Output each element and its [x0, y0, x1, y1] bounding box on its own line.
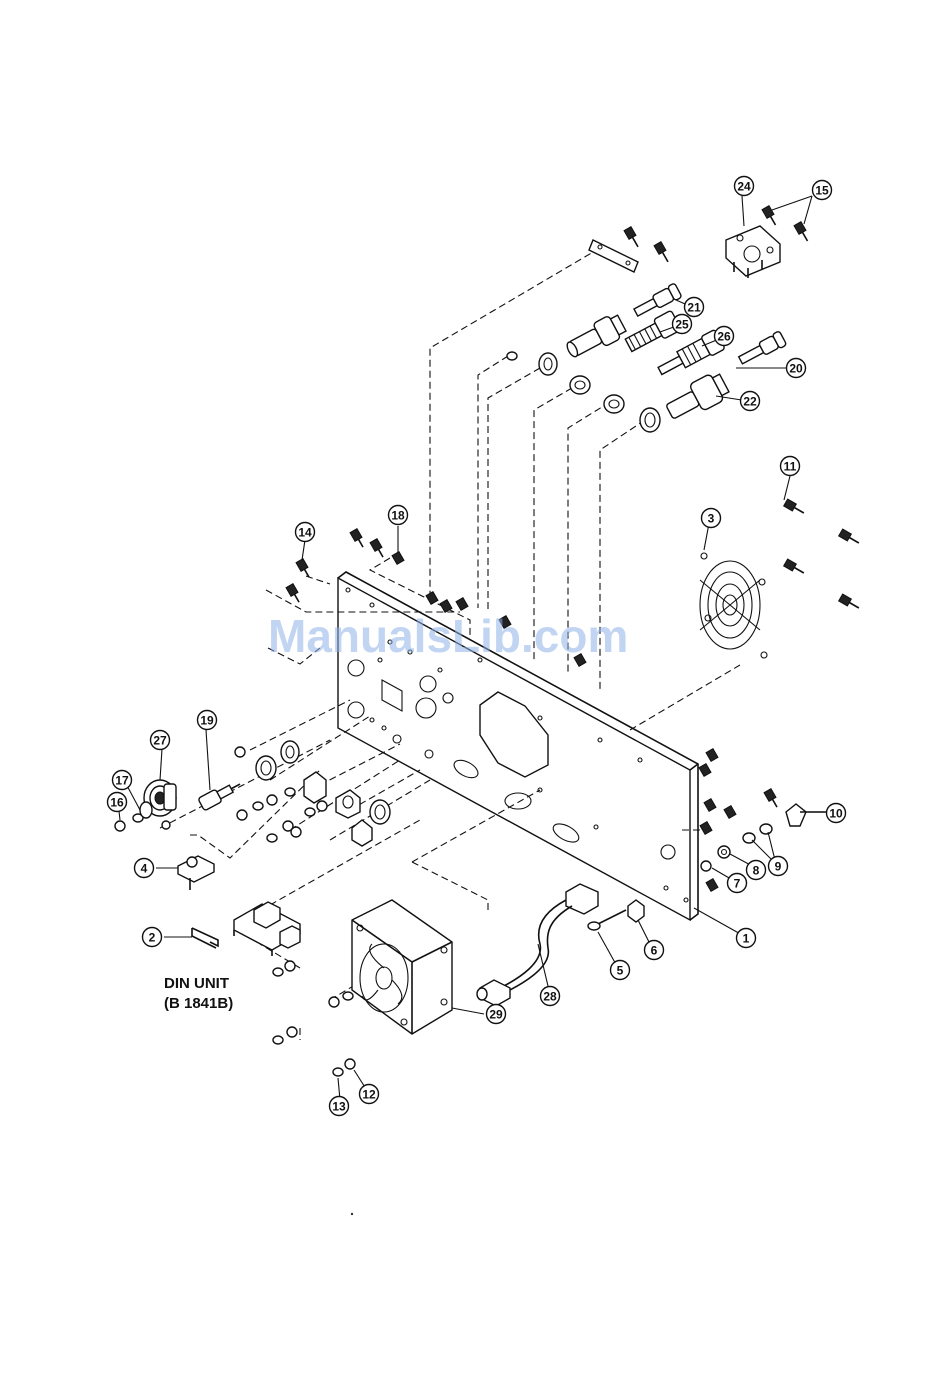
callout-27: 27	[151, 731, 170, 750]
callout-17: 17	[113, 771, 132, 790]
middle-bushings	[235, 741, 390, 846]
fan-hardware	[273, 961, 355, 1076]
fan-guard-3	[700, 499, 861, 658]
callout-20: 20	[787, 359, 806, 378]
washers-top	[507, 352, 557, 375]
callout-2: 2	[143, 928, 162, 947]
callout-number: 6	[651, 944, 658, 958]
callout-18: 18	[389, 506, 408, 525]
callout-number: 14	[298, 526, 312, 540]
callout-number: 3	[708, 512, 715, 526]
callout-number: 1	[743, 932, 750, 946]
callout-21: 21	[685, 298, 704, 317]
din-unit-label: DIN UNIT	[164, 975, 229, 992]
terminal-19	[198, 778, 243, 811]
callout-number: 16	[110, 796, 124, 810]
callout-12: 12	[360, 1085, 379, 1104]
bracket-4	[178, 856, 214, 890]
callout-26: 26	[715, 327, 734, 346]
callout-8: 8	[747, 861, 766, 880]
screw-plate-2	[654, 242, 671, 264]
right-hardware	[701, 804, 826, 871]
callout-number: 20	[789, 362, 803, 376]
watermark: ManualsLib.com	[268, 610, 628, 662]
callout-11: 11	[781, 457, 800, 476]
callout-number: 24	[737, 180, 751, 194]
callout-number: 8	[753, 864, 760, 878]
callout-number: 25	[675, 318, 689, 332]
callout-number: 7	[734, 877, 741, 891]
callout-7: 7	[728, 874, 747, 893]
callout-13: 13	[330, 1097, 349, 1116]
callout-number: 4	[141, 862, 148, 876]
callout-number: 22	[743, 395, 757, 409]
callout-3: 3	[702, 509, 721, 528]
callout-25: 25	[673, 315, 692, 334]
callout-number: 11	[784, 460, 797, 474]
din-unit-board	[234, 902, 300, 956]
knob-25	[570, 310, 681, 394]
callout-number: 17	[115, 774, 129, 788]
callout-22: 22	[741, 392, 760, 411]
callout-24: 24	[735, 177, 754, 196]
callout-number: 21	[687, 301, 701, 315]
top-bracket-plate	[589, 227, 671, 272]
callout-number: 28	[543, 990, 557, 1004]
callout-number: 26	[717, 330, 731, 344]
callout-28: 28	[541, 987, 560, 1006]
callout-number: 29	[489, 1008, 503, 1022]
callout-number: 27	[153, 734, 167, 748]
callout-19: 19	[198, 711, 217, 730]
callout-15: 15	[813, 181, 832, 200]
callout-number: 19	[200, 714, 214, 728]
callout-14: 14	[296, 523, 315, 542]
callout-number: 2	[149, 931, 156, 945]
callout-10: 10	[827, 804, 846, 823]
callout-29: 29	[487, 1005, 506, 1024]
screw-plate-1	[624, 227, 641, 249]
print-speck	[351, 1213, 353, 1215]
callout-1: 1	[737, 929, 756, 948]
fan-29	[352, 900, 452, 1034]
bracket-2	[192, 928, 218, 948]
cable-28	[477, 884, 598, 1006]
callout-number: 5	[617, 964, 624, 978]
callout-number: 15	[815, 184, 829, 198]
callout-5: 5	[611, 961, 630, 980]
connector-block-24	[726, 206, 811, 278]
din-unit-part-number: (B 1841B)	[164, 995, 233, 1012]
callout-number: 12	[362, 1088, 376, 1102]
callout-9: 9	[769, 857, 788, 876]
callout-number: 13	[332, 1100, 346, 1114]
callout-16: 16	[108, 793, 127, 812]
callout-number: 18	[391, 509, 405, 523]
callout-4: 4	[135, 859, 154, 878]
callout-6: 6	[645, 941, 664, 960]
callout-number: 9	[775, 860, 782, 874]
callout-number: 10	[829, 807, 843, 821]
